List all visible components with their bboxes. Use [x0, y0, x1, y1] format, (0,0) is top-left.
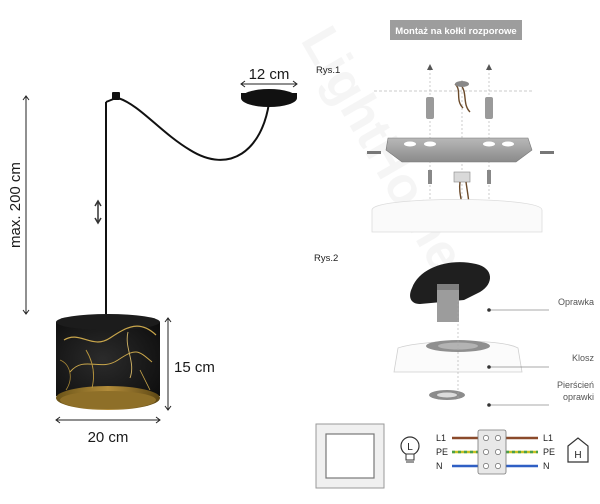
part-label-ring-1: Pierścień	[557, 380, 594, 390]
wire-label-left-n: N	[436, 461, 443, 471]
wire-label-left-pe: PE	[436, 447, 448, 457]
wire-label-left-l1: L1	[436, 433, 446, 443]
wall-switch-icon	[315, 423, 385, 489]
lamp-holder	[410, 262, 491, 304]
adjust-arrow-icon	[94, 199, 102, 225]
canopy-width-label: 12 cm	[249, 66, 290, 83]
lamp-illustration	[56, 89, 297, 410]
bulb-letter: L	[407, 442, 413, 453]
mounting-title: Montaż na kołki rozporowe	[395, 26, 516, 37]
figure-1-label: Rys.1	[316, 65, 340, 76]
bulb-icon: L	[400, 436, 420, 463]
shade-width-label: 20 cm	[88, 429, 129, 446]
shade-width-dimension: 20 cm	[55, 416, 161, 446]
wiring-diagram: L H L1 PE N L1 PE N	[400, 429, 589, 475]
figure-1-drawing	[367, 64, 554, 233]
figure-2-label: Rys.2	[314, 253, 338, 264]
wire-label-right-l1: L1	[543, 433, 553, 443]
lamp-shade	[56, 314, 160, 410]
canopy-width-dimension: 12 cm	[240, 66, 298, 88]
house-icon: H	[567, 437, 589, 463]
max-height-label: max. 200 cm	[7, 162, 24, 248]
house-letter: H	[574, 450, 581, 461]
part-label-ring-2: oprawki	[563, 392, 594, 402]
wire-label-right-n: N	[543, 461, 550, 471]
connector-block	[477, 429, 507, 475]
mounting-bracket	[385, 137, 533, 163]
wall-plug-left	[426, 97, 434, 119]
part-label-shade: Klosz	[572, 353, 595, 363]
shade-height-label: 15 cm	[174, 359, 215, 376]
canopy-outline	[371, 199, 543, 233]
terminal-block	[453, 171, 471, 183]
shade-height-dimension: 15 cm	[164, 317, 215, 411]
wall-plug-right	[485, 97, 493, 119]
max-height-dimension: max. 200 cm	[7, 95, 30, 315]
wire-label-right-pe: PE	[543, 447, 555, 457]
part-label-holder: Oprawka	[558, 297, 594, 307]
power-cable	[117, 97, 270, 161]
mounting-header: Montaż na kołki rozporowe	[390, 20, 522, 40]
figure-2-drawing	[393, 262, 549, 407]
